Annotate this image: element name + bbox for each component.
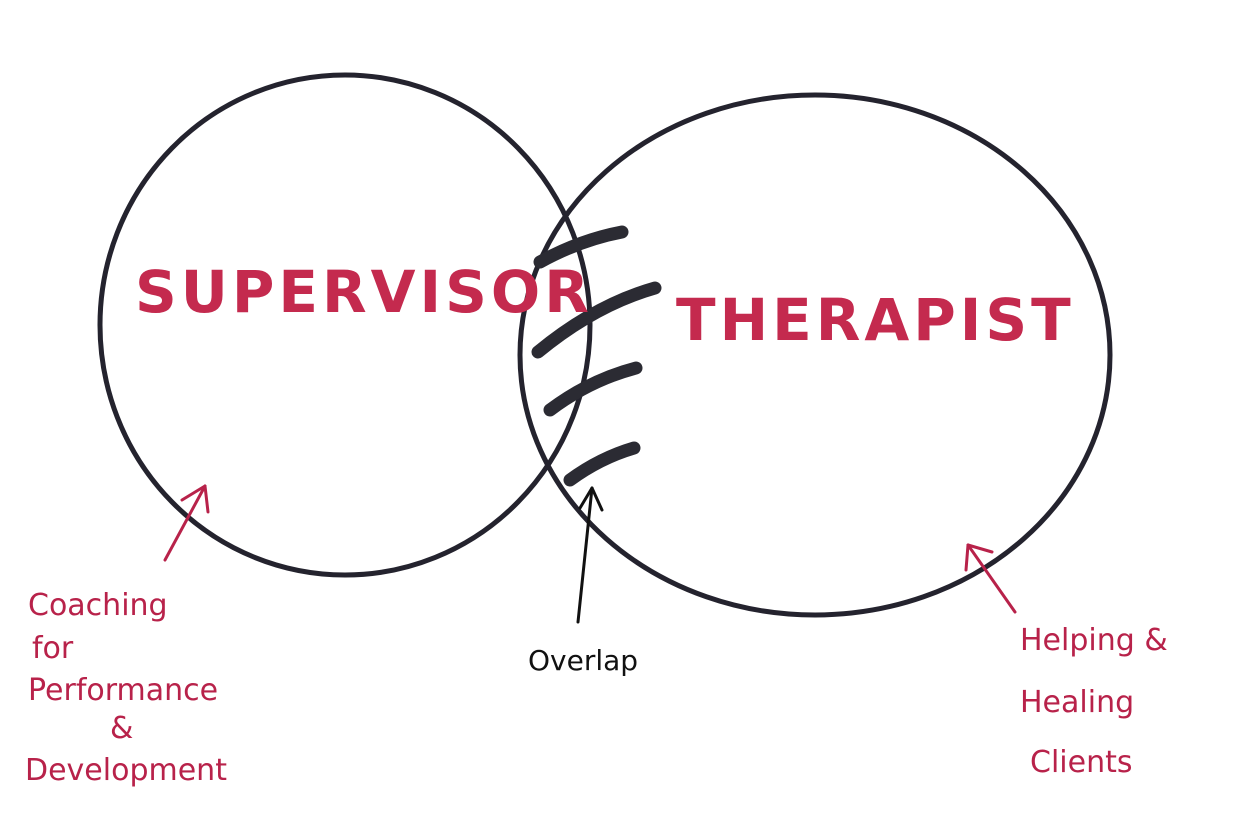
annotation-line: for bbox=[32, 631, 74, 666]
overlap-label: Overlap bbox=[528, 644, 638, 677]
therapist-annotation: Helping & Healing Clients bbox=[1020, 623, 1168, 780]
annotation-line: Development bbox=[25, 753, 227, 788]
annotation-line: Healing bbox=[1020, 685, 1134, 720]
therapist-label: THERAPIST bbox=[676, 286, 1075, 354]
annotation-line: Performance bbox=[28, 673, 218, 708]
hatch-line bbox=[543, 361, 643, 417]
annotation-line: Helping & bbox=[1020, 623, 1168, 658]
supervisor-circle bbox=[97, 72, 593, 578]
supervisor-arrow bbox=[163, 484, 210, 562]
overlap-arrow bbox=[576, 486, 604, 624]
supervisor-label: SUPERVISOR bbox=[135, 258, 593, 326]
annotation-line: Coaching bbox=[28, 588, 168, 623]
hatch-line bbox=[563, 441, 641, 487]
supervisor-annotation: Coaching for Performance & Development bbox=[25, 588, 227, 788]
hatch-line bbox=[531, 281, 662, 359]
annotation-line: Clients bbox=[1030, 745, 1132, 780]
hatch-line bbox=[533, 225, 629, 269]
therapist-arrow bbox=[964, 543, 1017, 614]
therapist-circle bbox=[517, 92, 1113, 618]
overlap-hatching bbox=[531, 225, 662, 487]
annotation-line: & bbox=[110, 711, 133, 746]
